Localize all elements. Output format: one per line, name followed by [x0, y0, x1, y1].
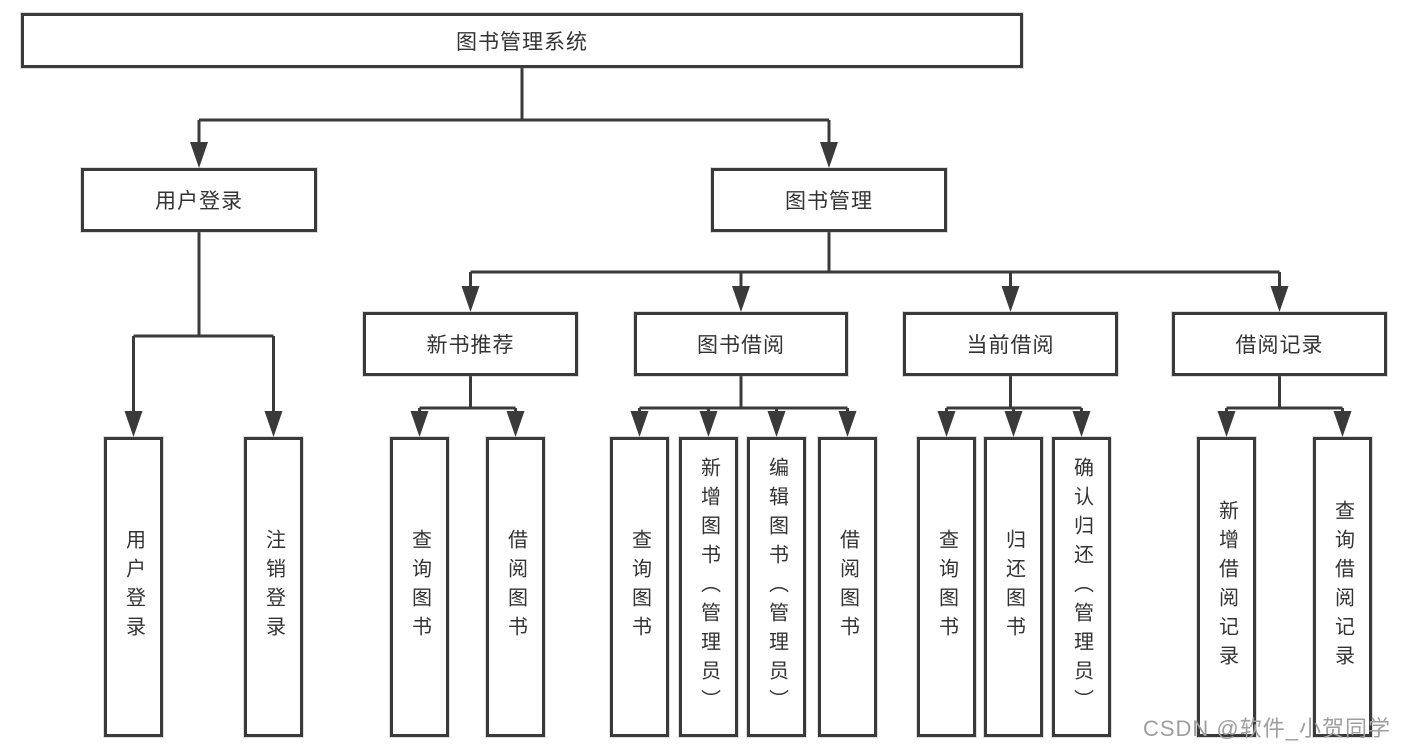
node-library-management-system: 图书管理系统 [21, 13, 1023, 68]
leaf-recommend-borrow-books: 借阅图书 [486, 437, 545, 737]
leaf-label: 确认归还（管理员） [1070, 456, 1093, 718]
node-new-book-recommendation: 新书推荐 [363, 312, 578, 376]
node-borrowing-records: 借阅记录 [1172, 312, 1387, 376]
arrowhead-icons [124, 142, 1352, 437]
node-book-borrowing: 图书借阅 [634, 312, 848, 376]
leaf-borrowing-borrow-books: 借阅图书 [818, 437, 877, 737]
leaf-label: 编辑图书（管理员） [765, 456, 788, 718]
leaf-label: 查询图书 [628, 529, 651, 645]
leaf-confirm-return-admin: 确认归还（管理员） [1052, 437, 1111, 737]
leaf-add-books-admin: 新增图书（管理员） [679, 437, 738, 737]
node-label: 当前借阅 [966, 334, 1055, 357]
leaf-label: 查询图书 [408, 529, 431, 645]
node-label: 用户登录 [155, 190, 243, 213]
leaf-label: 借阅图书 [836, 529, 859, 645]
leaf-label: 新增借阅记录 [1215, 500, 1238, 674]
leaf-label: 查询借阅记录 [1331, 500, 1354, 674]
leaf-label: 用户登录 [122, 529, 145, 645]
node-label: 图书管理 [785, 190, 873, 213]
leaf-user-login: 用户登录 [104, 437, 163, 737]
leaf-return-books: 归还图书 [984, 437, 1043, 737]
leaf-query-borrow-record: 查询借阅记录 [1313, 437, 1372, 737]
node-label: 图书管理系统 [456, 30, 588, 54]
node-book-management: 图书管理 [711, 168, 947, 232]
leaf-label: 新增图书（管理员） [697, 456, 720, 718]
leaf-add-borrow-record: 新增借阅记录 [1197, 437, 1256, 737]
leaf-logout: 注销登录 [244, 437, 303, 737]
node-label: 借阅记录 [1235, 334, 1324, 357]
node-label: 新书推荐 [426, 334, 515, 357]
watermark: CSDN @软件_小贺同学 [1142, 716, 1391, 741]
leaf-recommend-query-books: 查询图书 [390, 437, 449, 737]
node-current-borrowing: 当前借阅 [903, 312, 1118, 376]
leaf-label: 查询图书 [935, 529, 958, 645]
leaf-label: 归还图书 [1002, 529, 1025, 645]
leaf-label: 注销登录 [262, 529, 285, 645]
leaf-label: 借阅图书 [504, 529, 527, 645]
leaf-borrowing-query-books: 查询图书 [610, 437, 669, 737]
node-user-login-branch: 用户登录 [81, 168, 317, 232]
leaf-current-query-books: 查询图书 [917, 437, 976, 737]
leaf-edit-books-admin: 编辑图书（管理员） [747, 437, 806, 737]
node-label: 图书借阅 [697, 334, 785, 357]
